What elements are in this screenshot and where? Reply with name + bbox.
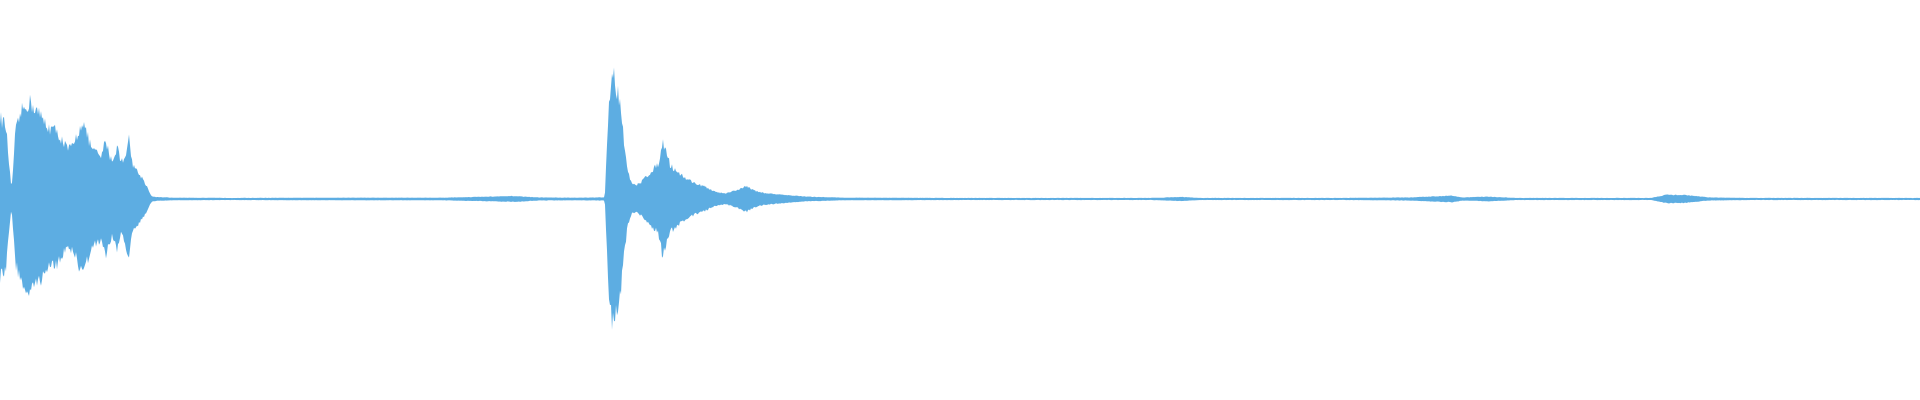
waveform-path — [0, 67, 1920, 330]
